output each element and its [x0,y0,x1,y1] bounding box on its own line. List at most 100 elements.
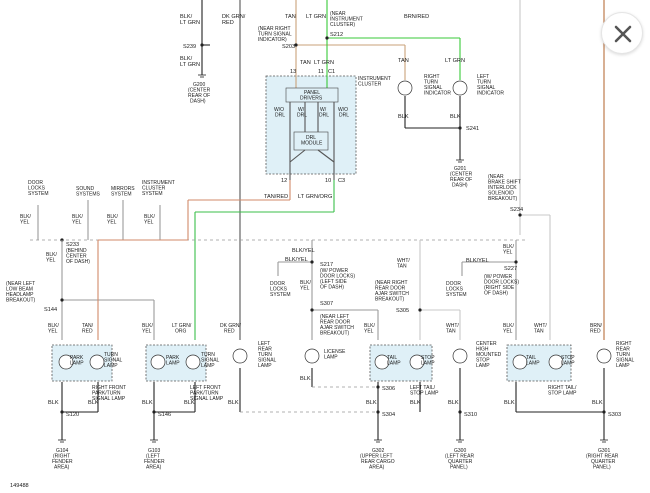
rt-stop-lamp [548,354,564,370]
splice-s203-dot [294,43,298,47]
lbl-s217: S217 [320,262,333,268]
lbl-rf-blkyel: BLK/YEL [48,323,59,335]
splice-s304-dot [376,410,380,414]
lbl-lf-blkyel: BLK/YEL [142,323,153,335]
splice-s306-dot [376,385,380,389]
lbl-s144: S144 [44,307,57,313]
lbl-s306: S306 [382,386,395,392]
splice-s303-dot [602,410,606,414]
left-turn-indicator-lamp [452,80,468,96]
lbl-dkgrn-red-top: DK GRN/RED [222,14,246,26]
lbl-rt-whttan: WHT/TAN [534,323,547,335]
close-button[interactable] [601,12,643,54]
drl-module-box [293,131,329,151]
lbl-blkyel-c: BLK/YEL [466,258,489,264]
lbl-blkyel-s233: BLK/YEL [46,252,57,264]
lbl-rf-tanred: TAN/RED [82,323,94,335]
rf-turn-lamp [89,354,105,370]
lbl-out-tanred: TAN/RED [264,194,288,200]
lbl-lt-blkyel: BLK/YEL [364,323,375,335]
lbl-s307: S307 [320,301,333,307]
splice-s212-dot [325,36,329,40]
lbl-s146: S146 [158,412,171,418]
lbl-s239: S239 [183,44,196,50]
lbl-blk-lt2: BLK [410,400,421,406]
license-lamp [304,348,320,364]
lbl-blk-rr: BLK [592,400,603,406]
rt-tail-lamp [512,354,528,370]
close-icon [614,25,632,43]
splice-s239-dot [200,43,204,47]
lbl-s304: S304 [382,412,395,418]
lbl-rr-brnred: BRN/RED [590,323,603,335]
splice-s310-dot [458,410,462,414]
ground-symbols [58,74,608,443]
splice-s217-dot [310,260,314,264]
lbl-s203: S203 [282,44,295,50]
lbl-blkyel-a: BLK/YEL [292,248,315,254]
lbl-out-ltgrnorg: LT GRN/ORG [298,194,332,200]
lbl-s303: S303 [608,412,621,418]
lbl-pin11: 11 [318,69,324,75]
lbl-blkyel-b: BLK/YEL [285,257,308,263]
lbl-cluster-tan: TAN [300,60,311,66]
lbl-blkyel-1: BLK/YEL [20,214,31,226]
lbl-ind-ltgrn: LT GRN [445,58,465,64]
chmsl-lamp [452,348,468,364]
lbl-s212: S212 [330,32,343,38]
lbl-ind-blk1: BLK [398,114,409,120]
lbl-blk-rf2: BLK [88,400,99,406]
lbl-blk-chmsl: BLK [448,400,459,406]
splice-s307-dot [310,308,314,312]
lf-turn-lamp [185,354,201,370]
lt-stop-lamp [409,354,425,370]
lbl-s305: S305 [396,308,409,314]
rf-park-lamp [58,354,74,370]
lbl-lt-group: LEFT TAIL/STOP LAMP [410,385,439,397]
lbl-ind-blk2: BLK [450,114,461,120]
lbl-pin13: 13 [290,69,296,75]
lr-turn-lamp [232,348,248,364]
lbl-whttan-mid: WHT/TAN [397,258,410,270]
lbl-w-drl-2: W/DRL [319,107,329,119]
lbl-blk-rf: BLK [48,400,59,406]
lbl-blkyel-2: BLK/YEL [72,214,83,226]
panel-drivers-box [285,87,339,103]
lbl-s310: S310 [464,412,477,418]
splice-s144-dot [60,298,64,302]
cluster-int-out2 [317,149,335,163]
lbl-rt-blkyel: BLK/YEL [503,323,514,335]
lbl-lr-dkgrnred: DK GRN/RED [220,323,241,335]
lbl-c1: C1 [328,69,335,75]
